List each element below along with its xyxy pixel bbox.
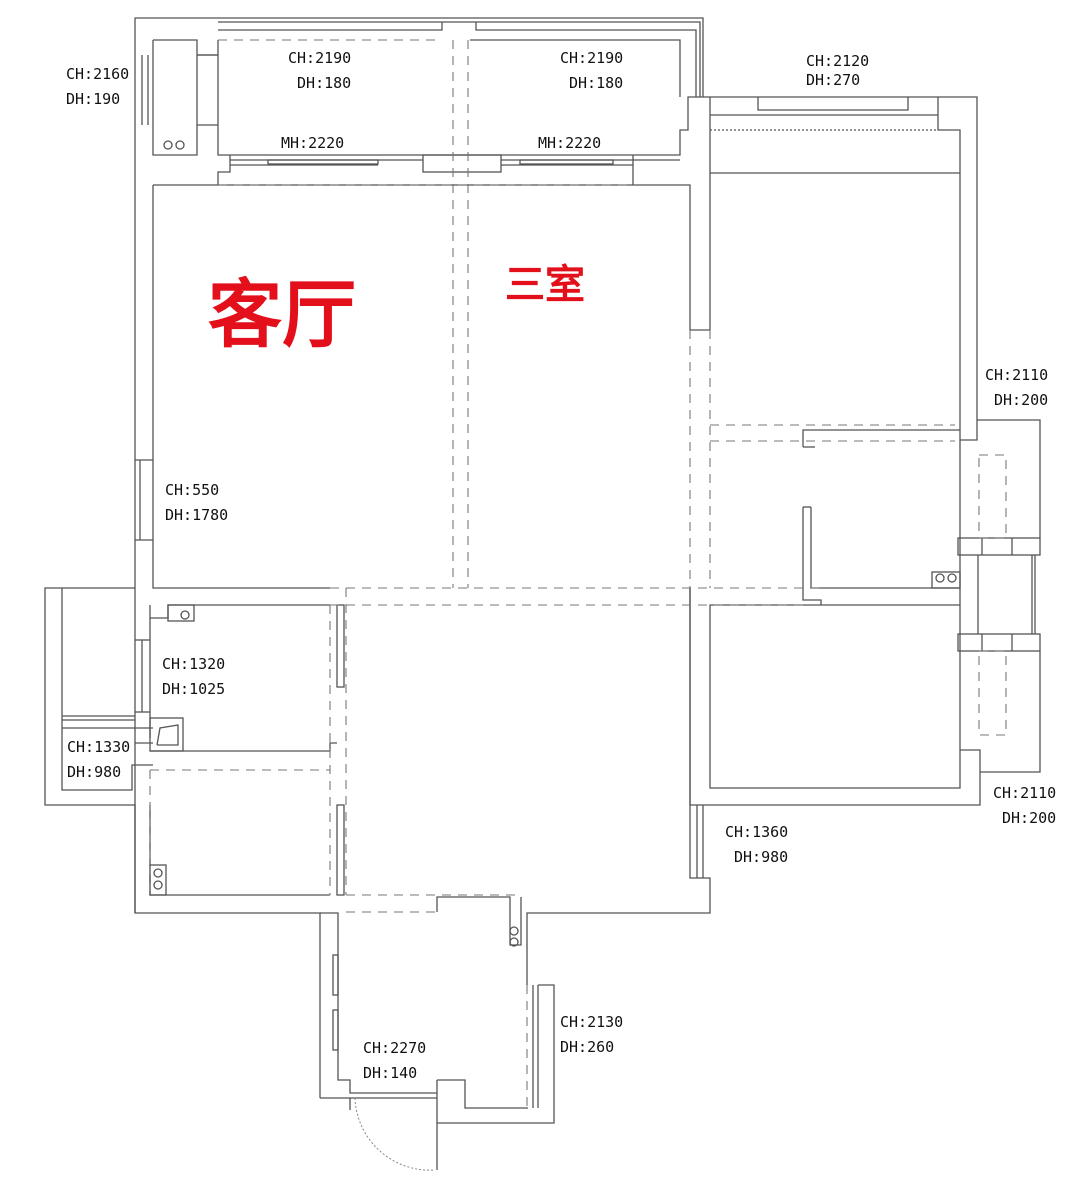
ch-value: CH:1360	[725, 823, 789, 841]
room-label-living-room: 客厅	[208, 272, 356, 358]
ch-value: CH:2160	[66, 65, 130, 83]
dh-value: DH:180	[569, 74, 624, 92]
ch-value: CH:2120	[806, 52, 870, 70]
dh-value: DH:980	[67, 763, 122, 781]
dh-value: DH:140	[363, 1064, 418, 1082]
dh-value: DH:980	[734, 848, 789, 866]
room-label-third-bedroom: 三室	[505, 262, 585, 308]
dh-value: DH:200	[994, 391, 1049, 409]
dashed-openings	[149, 39, 1007, 1108]
ch-value: CH:550	[165, 481, 220, 499]
ch-value: CH:1330	[67, 738, 131, 756]
dh-value: DH:1780	[165, 506, 229, 524]
dh-value: DH:260	[560, 1038, 615, 1056]
ch-value: CH:2190	[560, 49, 624, 67]
dh-value: DH:180	[297, 74, 352, 92]
dh-value: DH:190	[66, 90, 121, 108]
ch-value: CH:2110	[985, 366, 1049, 384]
ch-value: CH:2110	[993, 784, 1057, 802]
ch-value: CH:2270	[363, 1039, 427, 1057]
dh-value: DH:270	[806, 71, 861, 89]
door-height-label: MH:2220	[281, 134, 345, 152]
door-height-label: MH:2220	[538, 134, 602, 152]
dh-value: DH:200	[1002, 809, 1057, 827]
dh-value: DH:1025	[162, 680, 226, 698]
ch-value: CH:2190	[288, 49, 352, 67]
walls	[44, 17, 1041, 1171]
ch-value: CH:1320	[162, 655, 226, 673]
ch-value: CH:2130	[560, 1013, 624, 1031]
